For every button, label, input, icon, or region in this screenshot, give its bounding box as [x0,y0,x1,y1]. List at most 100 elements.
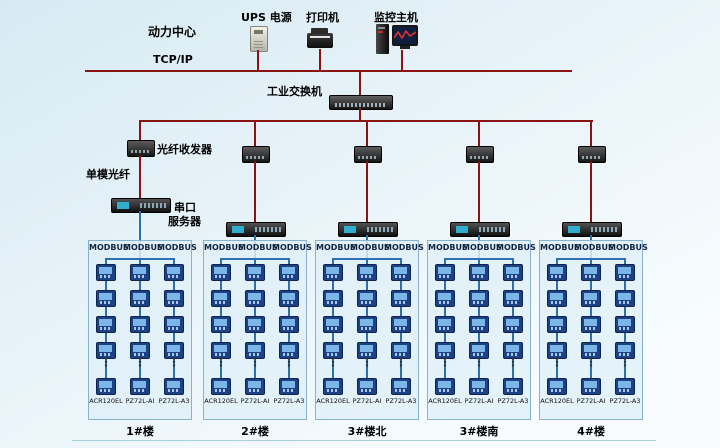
serial-port-server-icon [111,198,171,213]
printer-label: 打印机 [306,11,339,24]
single-mode-fiber-line [366,161,368,222]
industrial-ethernet-switch-icon [329,95,393,110]
modbus-bus-label: MODBUS [204,243,244,252]
power-meter-icon [547,378,567,395]
host-tower-icon [376,24,389,54]
power-meter-icon [245,290,265,307]
meter-model-label: PZ72L-AI [125,397,155,405]
fiber-optic-transceiver-icon [354,146,382,163]
monitor-stand-icon [400,46,410,49]
modbus-bus-label: MODBUS [608,243,648,252]
column-ellipsis: ⋮ [551,355,563,369]
power-meter-icon [245,342,265,359]
power-meter-icon [547,264,567,281]
bus-drop-line [478,120,480,146]
power-meter-icon [279,264,299,281]
power-meter-icon [503,342,523,359]
column-ellipsis: ⋮ [168,355,180,369]
meter-model-label: PZ72L-A3 [158,397,190,405]
serial-port-server-icon [226,222,286,237]
fiber-optic-transceiver-icon [578,146,606,163]
power-meter-icon [435,316,455,333]
building-name-label: 3#楼北 [347,425,387,438]
meter-model-label: ACR120EL [316,397,350,405]
power-meter-icon [547,290,567,307]
column-ellipsis: ⋮ [100,355,112,369]
column-ellipsis: ⋮ [585,355,597,369]
power-meter-icon [279,290,299,307]
power-meter-icon [164,342,184,359]
power-meter-icon [615,342,635,359]
power-meter-icon [130,342,150,359]
meter-model-label: PZ72L-AI [240,397,270,405]
monitor-host-label: 监控主机 [374,11,418,24]
power-meter-icon [469,264,489,281]
power-meter-icon [547,342,567,359]
bus-drop-line [590,120,592,146]
power-meter-icon [469,290,489,307]
meter-model-label: ACR120EL [204,397,238,405]
power-meter-icon [323,290,343,307]
power-meter-icon [615,290,635,307]
column-ellipsis: ⋮ [507,355,519,369]
single-mode-fiber-line [254,161,256,222]
serial-port-server-icon [562,222,622,237]
column-ellipsis: ⋮ [249,355,261,369]
modbus-bus-label: MODBUS [123,243,163,252]
power-meter-icon [547,316,567,333]
power-meter-icon [581,342,601,359]
power-meter-icon [391,264,411,281]
serial-port-server-icon [450,222,510,237]
column-ellipsis: ⋮ [439,355,451,369]
power-meter-icon [96,290,116,307]
power-meter-icon [391,378,411,395]
fiber-optic-transceiver-icon [127,140,155,157]
meter-model-label: PZ72L-A3 [385,397,417,405]
power-meter-icon [96,316,116,333]
power-meter-icon [323,378,343,395]
meter-model-label: PZ72L-A3 [273,397,305,405]
modbus-bus-label: MODBUS [496,243,536,252]
power-meter-icon [435,378,455,395]
power-center-label: 动力中心 [148,25,197,39]
power-meter-icon [469,378,489,395]
industrial-switch-label: 工业交换机 [267,85,322,98]
power-meter-icon [469,342,489,359]
monitor-trace-graphic [394,29,416,40]
power-meter-icon [96,378,116,395]
column-ellipsis: ⋮ [215,355,227,369]
bus-drop-line [254,120,256,146]
meter-model-label: ACR120EL [428,397,462,405]
single-mode-fiber-line [139,155,141,198]
serial-port-server-icon [338,222,398,237]
power-meter-icon [581,290,601,307]
power-meter-icon [435,342,455,359]
single-mode-fiber-line [478,161,480,222]
column-ellipsis: ⋮ [327,355,339,369]
power-meter-icon [130,290,150,307]
power-meter-icon [211,378,231,395]
power-meter-icon [164,290,184,307]
power-meter-icon [245,316,265,333]
modbus-bus-label: MODBUS [384,243,424,252]
building-name-label: 4#楼 [577,425,605,438]
bus-drop-line [366,120,368,146]
power-meter-icon [357,290,377,307]
modbus-bus-label: MODBUS [574,243,614,252]
modbus-bus-label: MODBUS [157,243,197,252]
switch-riser-line [359,72,361,95]
building-name-label: 1#楼 [126,425,154,438]
power-meter-icon [435,290,455,307]
modbus-bus-label: MODBUS [462,243,502,252]
power-meter-icon [357,316,377,333]
serial-server-label-line2: 服务器 [168,215,201,228]
modbus-bus-label: MODBUS [238,243,278,252]
meter-model-label: PZ72L-A3 [609,397,641,405]
power-meter-icon [581,316,601,333]
ups-label: UPS 电源 [241,11,292,24]
power-meter-icon [211,342,231,359]
meter-model-label: ACR120EL [540,397,574,405]
meter-model-label: PZ72L-A3 [497,397,529,405]
monitor-display [394,27,416,44]
